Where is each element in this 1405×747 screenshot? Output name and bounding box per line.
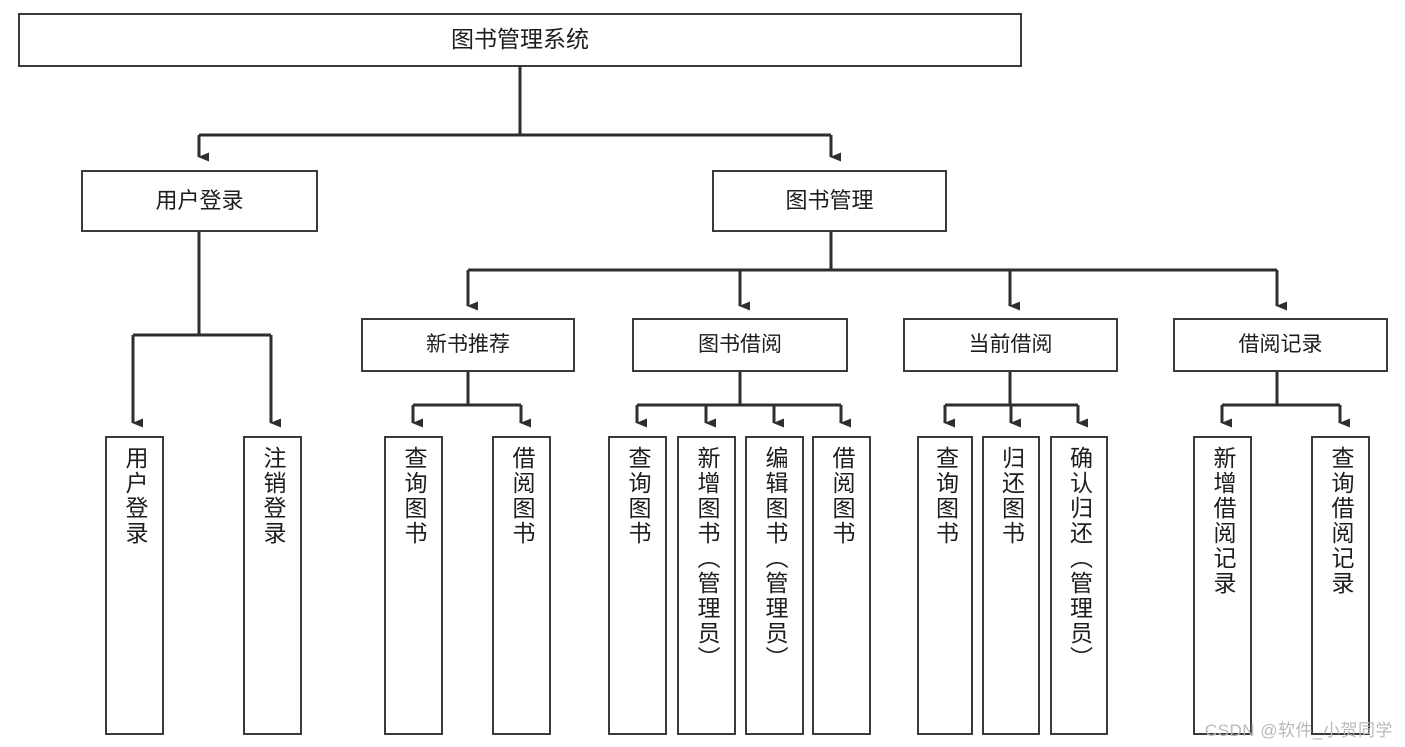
node-label: 借阅图书	[509, 446, 535, 546]
leaf-user-login[interactable]: 用户登录	[105, 436, 164, 735]
node-label: 查询图书	[932, 446, 959, 546]
node-label: 编辑图书（管理员）	[762, 446, 788, 671]
node-root-system[interactable]: 图书管理系统	[18, 13, 1022, 67]
node-label: 新增借阅记录	[1210, 446, 1236, 596]
leaf-borrow-book-recommend[interactable]: 借阅图书	[492, 436, 551, 735]
node-label: 归还图书	[998, 446, 1025, 546]
node-label: 查询图书	[625, 446, 651, 546]
leaf-query-book-current[interactable]: 查询图书	[917, 436, 973, 735]
leaf-user-logout[interactable]: 注销登录	[243, 436, 302, 735]
leaf-add-book-admin[interactable]: 新增图书（管理员）	[677, 436, 736, 735]
node-label: 借阅记录	[1238, 332, 1323, 356]
node-label: 查询借阅记录	[1328, 446, 1354, 596]
node-label: 新书推荐	[426, 332, 510, 356]
leaf-borrow-book[interactable]: 借阅图书	[812, 436, 871, 735]
watermark-text: CSDN @软件_小贺同学	[1204, 721, 1393, 740]
node-book-borrow[interactable]: 图书借阅	[632, 318, 848, 372]
node-label: 图书管理	[785, 188, 874, 214]
leaf-query-book-borrow[interactable]: 查询图书	[608, 436, 667, 735]
node-label: 借阅图书	[829, 446, 855, 546]
node-user-login[interactable]: 用户登录	[81, 170, 318, 232]
leaf-return-book[interactable]: 归还图书	[982, 436, 1040, 735]
node-current-borrow[interactable]: 当前借阅	[903, 318, 1118, 372]
node-book-management[interactable]: 图书管理	[712, 170, 947, 232]
leaf-add-borrow-record[interactable]: 新增借阅记录	[1193, 436, 1252, 735]
node-borrow-records[interactable]: 借阅记录	[1173, 318, 1388, 372]
leaf-query-book-recommend[interactable]: 查询图书	[384, 436, 443, 735]
node-label: 用户登录	[155, 188, 244, 214]
node-new-book-recommend[interactable]: 新书推荐	[361, 318, 575, 372]
node-label: 新增图书（管理员）	[694, 446, 720, 671]
leaf-edit-book-admin[interactable]: 编辑图书（管理员）	[745, 436, 804, 735]
node-label: 确认归还（管理员）	[1066, 446, 1093, 671]
node-label: 查询图书	[401, 446, 427, 546]
leaf-query-borrow-record[interactable]: 查询借阅记录	[1311, 436, 1370, 735]
node-label: 图书管理系统	[451, 26, 589, 53]
node-label: 图书借阅	[698, 332, 782, 356]
node-label: 当前借阅	[968, 332, 1053, 356]
node-label: 注销登录	[260, 446, 286, 546]
leaf-confirm-return-admin[interactable]: 确认归还（管理员）	[1050, 436, 1108, 735]
node-label: 用户登录	[122, 446, 148, 546]
